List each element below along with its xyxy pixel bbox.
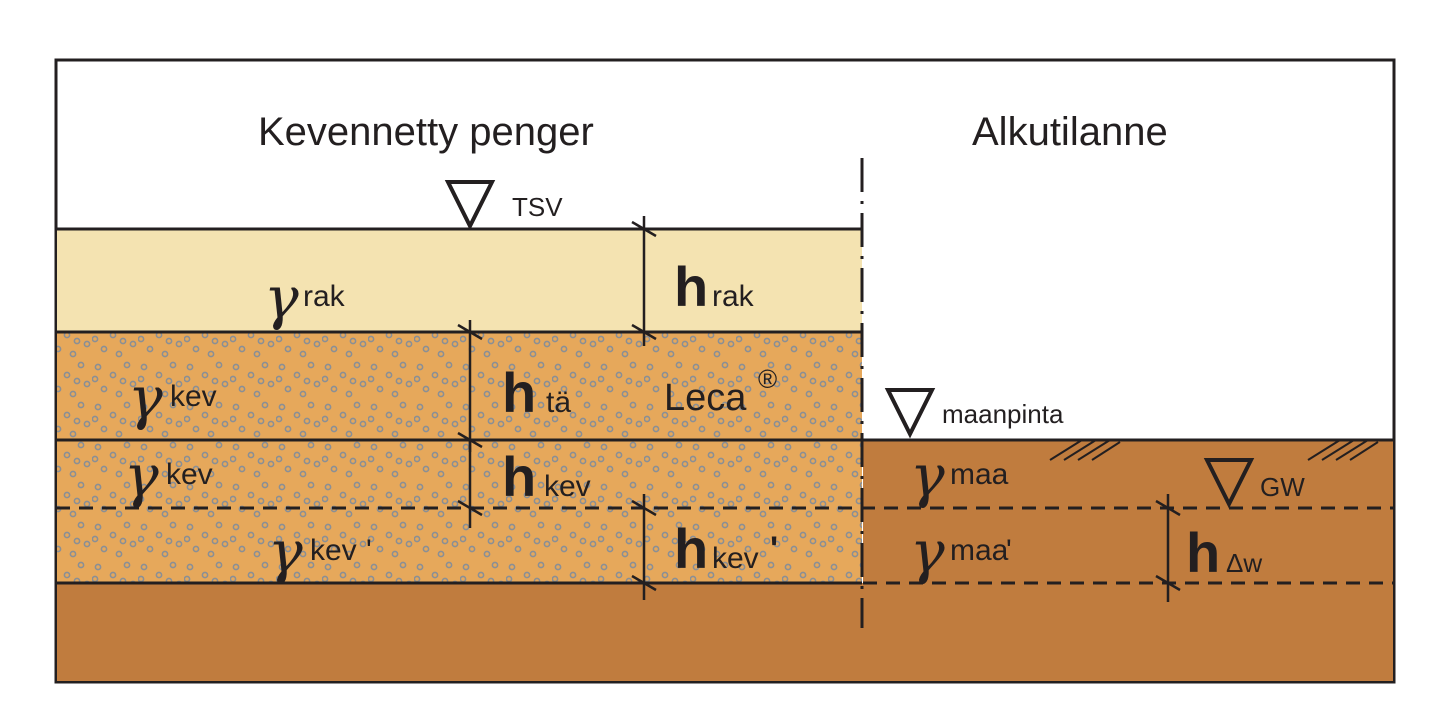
title-left: Kevennetty penger — [258, 110, 594, 154]
h-ta-subscript: tä — [546, 386, 571, 419]
h-rak-label: h rak — [674, 255, 755, 318]
gamma-kev-upper-subscript: kev — [170, 380, 217, 413]
h-dw-symbol: h — [1186, 521, 1220, 584]
h-rak-subscript: rak — [712, 280, 755, 313]
ground-level-icon — [884, 388, 936, 439]
gamma-maa-subscript: maa — [950, 458, 1009, 491]
leca-registered-mark: ® — [758, 364, 777, 394]
title-right: Alkutilanne — [972, 110, 1168, 154]
gamma-maa-prime-subscript: maa — [950, 534, 1009, 567]
h-dw-label: h Δw — [1186, 521, 1262, 584]
gamma-kev-lower-label: γ kev — [124, 442, 213, 510]
h-ta-symbol: h — [502, 361, 536, 424]
h-kev-prime-subscript: kev — [712, 542, 759, 575]
structure-layer — [57, 229, 862, 332]
gamma-kev-prime-label: γ kev ' — [268, 518, 372, 586]
h-rak-symbol: h — [674, 255, 708, 318]
groundwater-level-icon — [1203, 458, 1255, 509]
ground-hatch-icon-2 — [1307, 439, 1379, 461]
gamma-rak-symbol: γ — [264, 264, 299, 332]
gamma-kev-upper-label: γ kev — [128, 364, 217, 432]
h-kev-prime-symbol: h — [674, 517, 708, 580]
gamma-maa-label: γ maa — [910, 442, 1009, 510]
gamma-maa-prime-label: γ maa ' — [910, 518, 1012, 586]
subsoil-layer — [57, 583, 1393, 681]
gamma-kev-lower-symbol: γ — [124, 442, 159, 510]
gamma-kev-prime-mark: ' — [366, 534, 372, 567]
gamma-kev-lower-subscript: kev — [166, 458, 213, 491]
tsv-label: TSV — [512, 192, 563, 222]
gamma-rak-subscript: rak — [303, 280, 346, 313]
leca-name: Leca — [664, 377, 747, 419]
gamma-maa-symbol: γ — [910, 442, 945, 510]
h-kev-prime-label: h kev ' — [674, 517, 778, 580]
gamma-kev-prime-symbol: γ — [268, 518, 303, 586]
gw-label: GW — [1260, 472, 1305, 502]
gamma-rak-label: γ rak — [264, 264, 346, 332]
ground-hatch-icon — [1049, 439, 1121, 461]
h-kev-label: h kev — [502, 445, 591, 508]
h-ta-label: h tä — [502, 361, 571, 424]
leca-label: Leca ® — [664, 364, 777, 419]
h-kev-symbol: h — [502, 445, 536, 508]
maanpinta-label: maanpinta — [942, 399, 1064, 429]
tsv-level-icon — [444, 180, 496, 231]
h-kev-subscript: kev — [544, 470, 591, 503]
gamma-kev-upper-symbol: γ — [128, 364, 163, 432]
h-kev-prime-mark: ' — [770, 530, 778, 568]
gamma-maa-prime-mark: ' — [1006, 534, 1012, 567]
natural-soil-layer — [863, 440, 1393, 583]
lightweight-fill-layer — [57, 332, 862, 583]
gamma-kev-prime-subscript: kev — [310, 534, 357, 567]
gamma-maa-prime-symbol: γ — [910, 518, 945, 586]
h-dw-subscript: Δw — [1226, 548, 1262, 578]
